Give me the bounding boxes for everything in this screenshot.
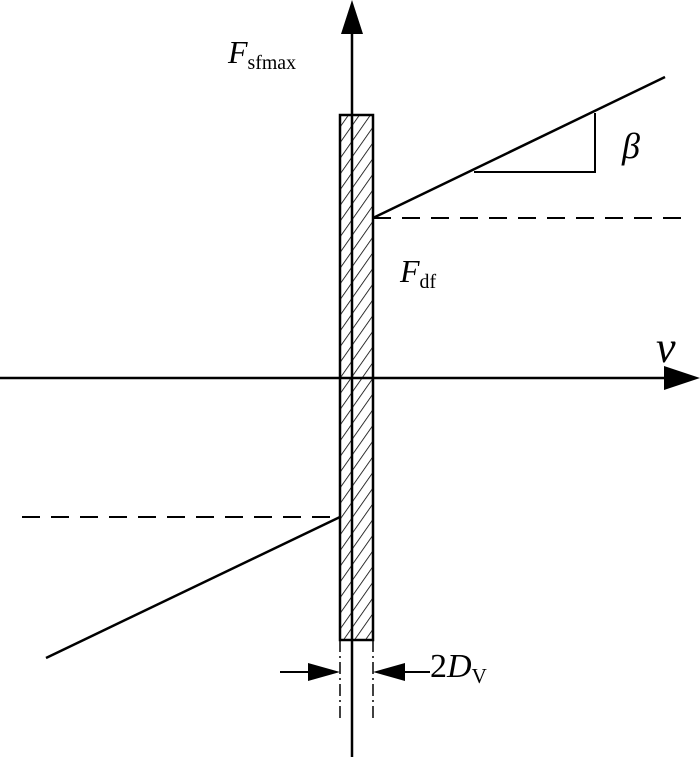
- dynamic-friction-label: Fdf: [400, 253, 436, 291]
- max-friction-subscript: sfmax: [247, 51, 297, 74]
- deadband-subscript: V: [471, 663, 487, 688]
- max-friction-label: Fsfmax: [228, 34, 296, 72]
- deadband-symbol: D: [447, 648, 472, 685]
- slope-label: β: [622, 126, 640, 166]
- dynamic-friction-symbol: F: [400, 253, 420, 289]
- velocity-axis-label: v: [656, 323, 676, 372]
- deadband-dimension-left-arrowhead: [308, 663, 340, 681]
- slope-triangle: [474, 113, 596, 173]
- negative-friction-line: [45, 515, 341, 660]
- dynamic-friction-subscript: df: [419, 270, 437, 293]
- deadband-dimension-right-arrowhead: [373, 663, 405, 681]
- velocity-axis-arrowhead: [664, 366, 700, 390]
- positive-friction-line: [372, 75, 666, 220]
- max-friction-symbol: F: [228, 34, 248, 70]
- deadband-coefficient: 2: [430, 648, 447, 685]
- deadband-label: 2DV: [430, 648, 487, 687]
- force-axis-arrowhead: [341, 0, 363, 34]
